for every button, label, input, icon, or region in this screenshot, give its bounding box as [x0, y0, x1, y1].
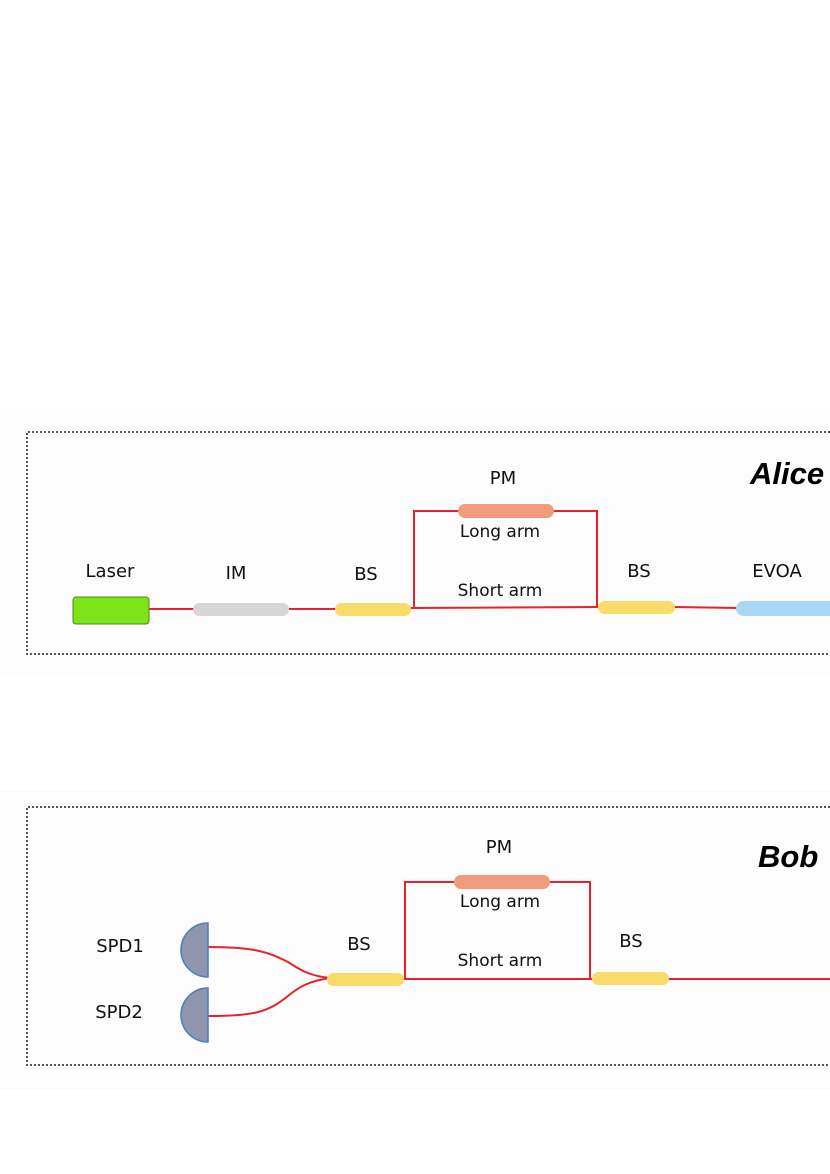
- alice-phase-modulator: [458, 504, 554, 518]
- bob-section: Bob SPD1 SPD2 BS PM Long arm Short arm B…: [26, 806, 830, 1066]
- alice-fiber-short-arm: [409, 606, 601, 609]
- bob-spd2-label: SPD2: [95, 1002, 143, 1023]
- bob-panel-background: [0, 790, 830, 1090]
- alice-dotted-border: [26, 431, 830, 655]
- alice-bs-output-label: BS: [627, 561, 650, 582]
- alice-fiber-bs-evoa: [673, 606, 739, 609]
- alice-section: Alice Laser IM BS PM Long arm Short arm …: [26, 431, 830, 655]
- alice-short-arm-label: Short arm: [458, 581, 543, 601]
- bob-bs-output-label: BS: [619, 931, 642, 952]
- alice-evoa-label: EVOA: [752, 561, 802, 582]
- bob-fiber-spd1: [207, 946, 331, 979]
- alice-beam-splitter-input: [335, 603, 411, 616]
- alice-laser: [72, 596, 150, 625]
- bob-beam-splitter-output: [592, 972, 669, 985]
- bob-spd1-detector: [180, 922, 209, 978]
- bob-phase-modulator: [454, 875, 550, 889]
- bob-pm-label: PM: [486, 837, 512, 858]
- alice-title: Alice: [749, 456, 824, 491]
- alice-evoa: [736, 601, 830, 616]
- alice-laser-label: Laser: [86, 561, 136, 582]
- bob-spd1-label: SPD1: [96, 936, 144, 957]
- alice-bs-input-label: BS: [354, 564, 377, 585]
- bob-title: Bob: [758, 839, 818, 874]
- bob-beam-splitter-input: [327, 973, 404, 986]
- bob-spd2-detector: [180, 987, 209, 1043]
- bob-fiber-spd2: [207, 977, 331, 1017]
- bob-short-arm-label: Short arm: [458, 951, 543, 971]
- alice-im-label: IM: [226, 563, 247, 584]
- alice-beam-splitter-output: [598, 601, 675, 614]
- alice-pm-label: PM: [490, 468, 516, 489]
- bob-dotted-border: [26, 806, 830, 1066]
- alice-long-arm-label: Long arm: [460, 522, 540, 542]
- bob-long-arm-label: Long arm: [460, 892, 540, 912]
- alice-intensity-modulator: [193, 603, 289, 616]
- bob-bs-input-label: BS: [347, 934, 370, 955]
